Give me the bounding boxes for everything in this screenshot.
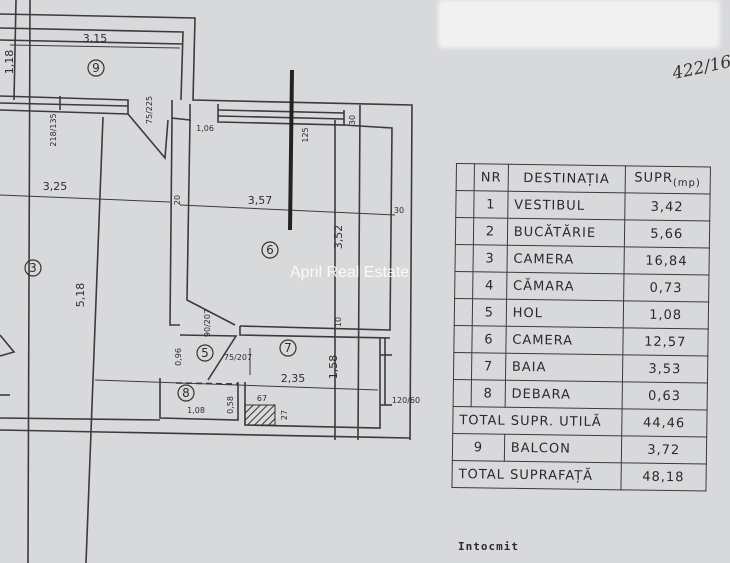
room-6-label: 6 <box>266 243 274 257</box>
row-spacer <box>453 352 472 380</box>
row-spacer <box>453 325 473 353</box>
total-useful-area: 44,46 <box>621 408 707 438</box>
header-area-unit: (mp) <box>672 177 701 190</box>
row-area: 3,42 <box>624 192 710 222</box>
balcony-area: 3,72 <box>621 435 707 465</box>
balcony-nr: 9 <box>452 433 505 462</box>
row-nr: 6 <box>471 325 506 354</box>
dim-storage-depth: 0,58 <box>226 396 235 414</box>
balcony-row: 9 BALCON 3,72 <box>452 433 707 465</box>
total-row: TOTAL SUPRAFAȚĂ 48,18 <box>451 460 707 492</box>
row-name: BUCĂTĂRIE <box>507 218 625 247</box>
row-area: 3,53 <box>622 354 708 384</box>
row-spacer <box>454 271 473 299</box>
walls <box>0 0 413 563</box>
header-area: SUPR(mp) <box>624 165 711 195</box>
dim-partition: 20 <box>173 195 182 205</box>
dim-wall-1: 1,06 <box>196 124 214 133</box>
row-name: BAIA <box>505 353 623 382</box>
row-name: DEBARA <box>504 380 623 409</box>
dim-door-1: 75/225 <box>145 96 154 124</box>
dim-room6-width: 3,57 <box>248 194 273 207</box>
dim-door-4: 90/207 <box>203 309 212 337</box>
total-label: TOTAL SUPRAFAȚĂ <box>451 460 622 490</box>
row-spacer <box>455 190 475 218</box>
row-spacer <box>454 244 474 272</box>
dim-window-7: 120/60 <box>392 396 420 405</box>
signed-by-label: Intocmit <box>458 540 519 553</box>
row-name: CAMERA <box>506 245 625 274</box>
row-nr: 8 <box>471 379 506 408</box>
row-area: 0,73 <box>623 273 709 303</box>
row-name: VESTIBUL <box>507 191 625 220</box>
room-markers <box>24 59 297 402</box>
row-area: 12,57 <box>622 327 708 357</box>
row-name: CĂMARA <box>506 272 624 301</box>
room-9-label: 9 <box>92 61 100 75</box>
dim-storage-width: 1,08 <box>187 406 205 415</box>
row-nr: 2 <box>473 217 508 246</box>
duct-hatch <box>244 404 276 426</box>
row-area: 1,08 <box>622 300 709 330</box>
dim-balcony-width: 3,15 <box>83 32 108 45</box>
row-area: 0,63 <box>621 381 708 411</box>
dim-bath-width: 2,35 <box>281 372 306 385</box>
dim-pillar: 30 <box>348 115 357 125</box>
header-nr: NR <box>474 163 509 192</box>
dim-hall-depth: 0,96 <box>174 348 183 366</box>
dim-window-6: 125 <box>301 127 310 142</box>
dim-window-3: 218/135 <box>49 113 58 146</box>
row-nr: 4 <box>472 271 507 300</box>
total-useful-label: TOTAL SUPR. UTILĂ <box>452 406 622 436</box>
dim-room3-depth: 5,18 <box>74 283 87 308</box>
row-spacer <box>453 379 472 407</box>
total-area: 48,18 <box>620 462 707 492</box>
room-3-label: 3 <box>29 261 37 275</box>
header-destination: DESTINAȚIA <box>507 164 626 193</box>
dim-duct-depth: 27 <box>280 410 289 420</box>
dim-door-7: 75/207 <box>224 353 252 362</box>
ink-mark <box>288 69 294 231</box>
row-name: HOL <box>505 299 624 328</box>
room-5-label: 5 <box>201 346 209 360</box>
dim-room6-depth: 3,52 <box>332 225 345 250</box>
room-8-label: 8 <box>182 386 190 400</box>
row-nr: 3 <box>472 244 508 273</box>
row-area: 16,84 <box>623 246 710 276</box>
dim-room3-width: 3,25 <box>43 180 68 193</box>
room-7-label: 7 <box>284 341 292 355</box>
balcony-name: BALCON <box>504 434 622 463</box>
dim-wall-right: 30 <box>394 206 404 215</box>
row-nr: 7 <box>471 352 506 381</box>
row-nr: 1 <box>473 190 508 219</box>
row-area: 5,66 <box>624 219 710 249</box>
total-useful-row: TOTAL SUPR. UTILĂ 44,46 <box>452 406 707 438</box>
dim-partition-2: 10 <box>334 317 343 327</box>
header-spacer <box>456 163 475 191</box>
dim-balcony-depth: 1,18 <box>3 50 16 75</box>
watermark: April Real Estate <box>290 264 410 281</box>
row-nr: 5 <box>472 298 507 327</box>
row-spacer <box>455 217 474 245</box>
row-name: CAMERA <box>505 326 623 355</box>
dim-bath-depth: 1,58 <box>327 355 340 380</box>
redacted-stamp <box>438 0 720 48</box>
table-header: NR DESTINAȚIA SUPR(mp) <box>456 163 711 195</box>
row-spacer <box>454 298 473 326</box>
header-area-label: SUPR <box>634 170 674 187</box>
dim-duct-width: 67 <box>257 394 267 403</box>
